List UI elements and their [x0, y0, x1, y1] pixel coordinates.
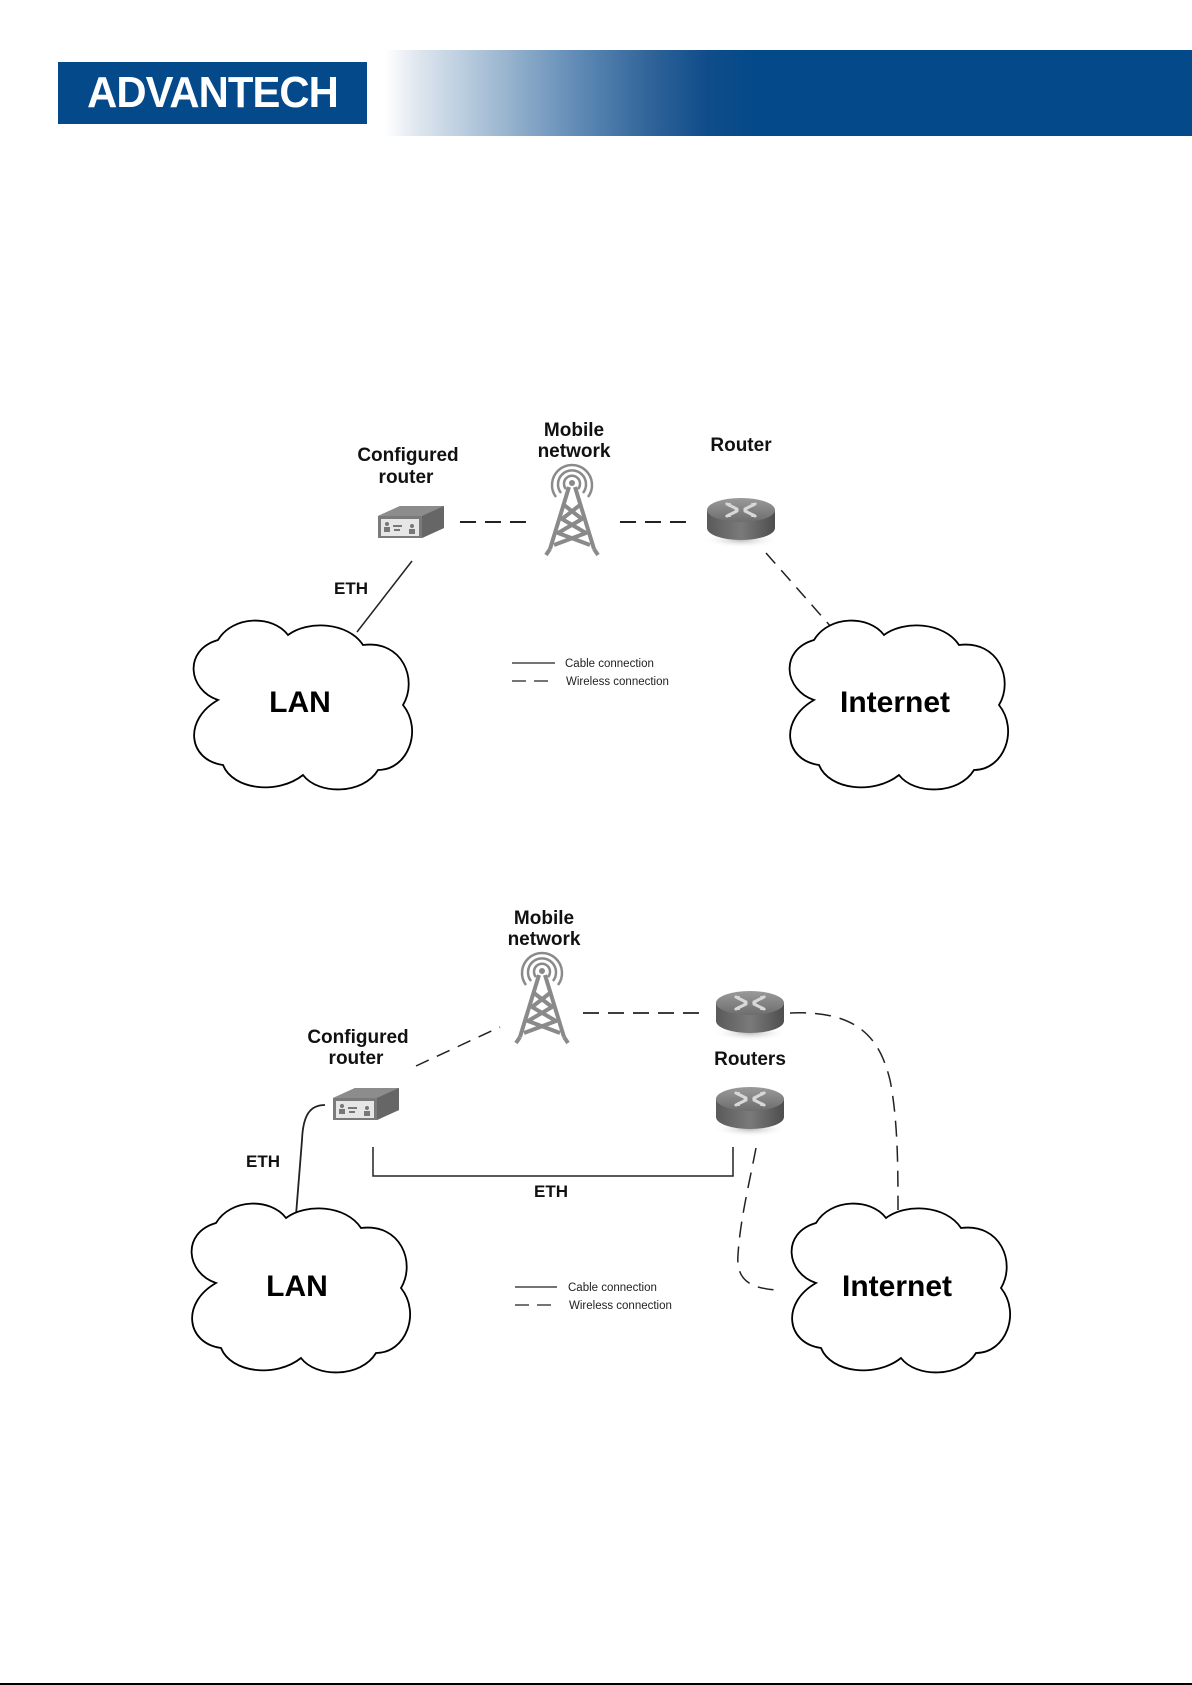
routers-label: Routers: [714, 1049, 786, 1070]
brand-logo: ADVANTECH: [58, 62, 367, 124]
mobile-network-label-line1: Mobile: [544, 420, 604, 441]
router-label: Router: [710, 435, 772, 456]
configured-router-label-line1: Configured: [307, 1027, 408, 1048]
router-icon: [703, 498, 779, 548]
mobile-network-label-line1: Mobile: [514, 908, 574, 929]
internet-label: Internet: [842, 1270, 952, 1303]
configured-router-label-line2: router: [379, 467, 435, 488]
configured-router-icon: [378, 506, 444, 538]
router-icon-bottom: [712, 1087, 788, 1137]
mobile-network-label-line2: network: [508, 929, 581, 950]
header-gradient-band: [385, 50, 1192, 136]
network-diagram-2: Mobile network Configured router Routers…: [0, 880, 1192, 1380]
legend: Cable connection Wireless connection: [515, 1282, 672, 1312]
legend-wireless-label: Wireless connection: [566, 676, 669, 688]
cell-tower-icon: [516, 953, 568, 1043]
router-icon-top: [712, 991, 788, 1041]
wireless-link-router-to-internet-right: [790, 1013, 898, 1210]
configured-router-label-line1: Configured: [357, 445, 458, 466]
network-diagram-1: Configured router Mobile network Router …: [0, 400, 1192, 800]
legend: Cable connection Wireless connection: [512, 658, 669, 688]
wireless-link-config-to-tower: [416, 1027, 500, 1066]
eth-label-bottom: ETH: [534, 1182, 568, 1201]
lan-label: LAN: [269, 686, 331, 719]
cable-link-lan-to-config: [296, 1105, 325, 1215]
cable-link-config-to-routers: [373, 1147, 733, 1176]
wireless-link-router-to-internet: [766, 553, 832, 628]
lan-label: LAN: [266, 1270, 328, 1303]
eth-label-left: ETH: [246, 1152, 280, 1171]
legend-cable-label: Cable connection: [568, 1282, 657, 1294]
internet-label: Internet: [840, 686, 950, 719]
legend-cable-label: Cable connection: [565, 658, 654, 670]
eth-label: ETH: [334, 579, 368, 598]
configured-router-label-line2: router: [329, 1048, 385, 1069]
legend-wireless-label: Wireless connection: [569, 1300, 672, 1312]
mobile-network-label-line2: network: [538, 441, 611, 462]
cell-tower-icon: [546, 465, 598, 555]
configured-router-icon: [333, 1088, 399, 1120]
brand-logo-text: ADVANTECH: [66, 62, 360, 124]
wireless-link-router-to-internet-left: [738, 1148, 776, 1290]
